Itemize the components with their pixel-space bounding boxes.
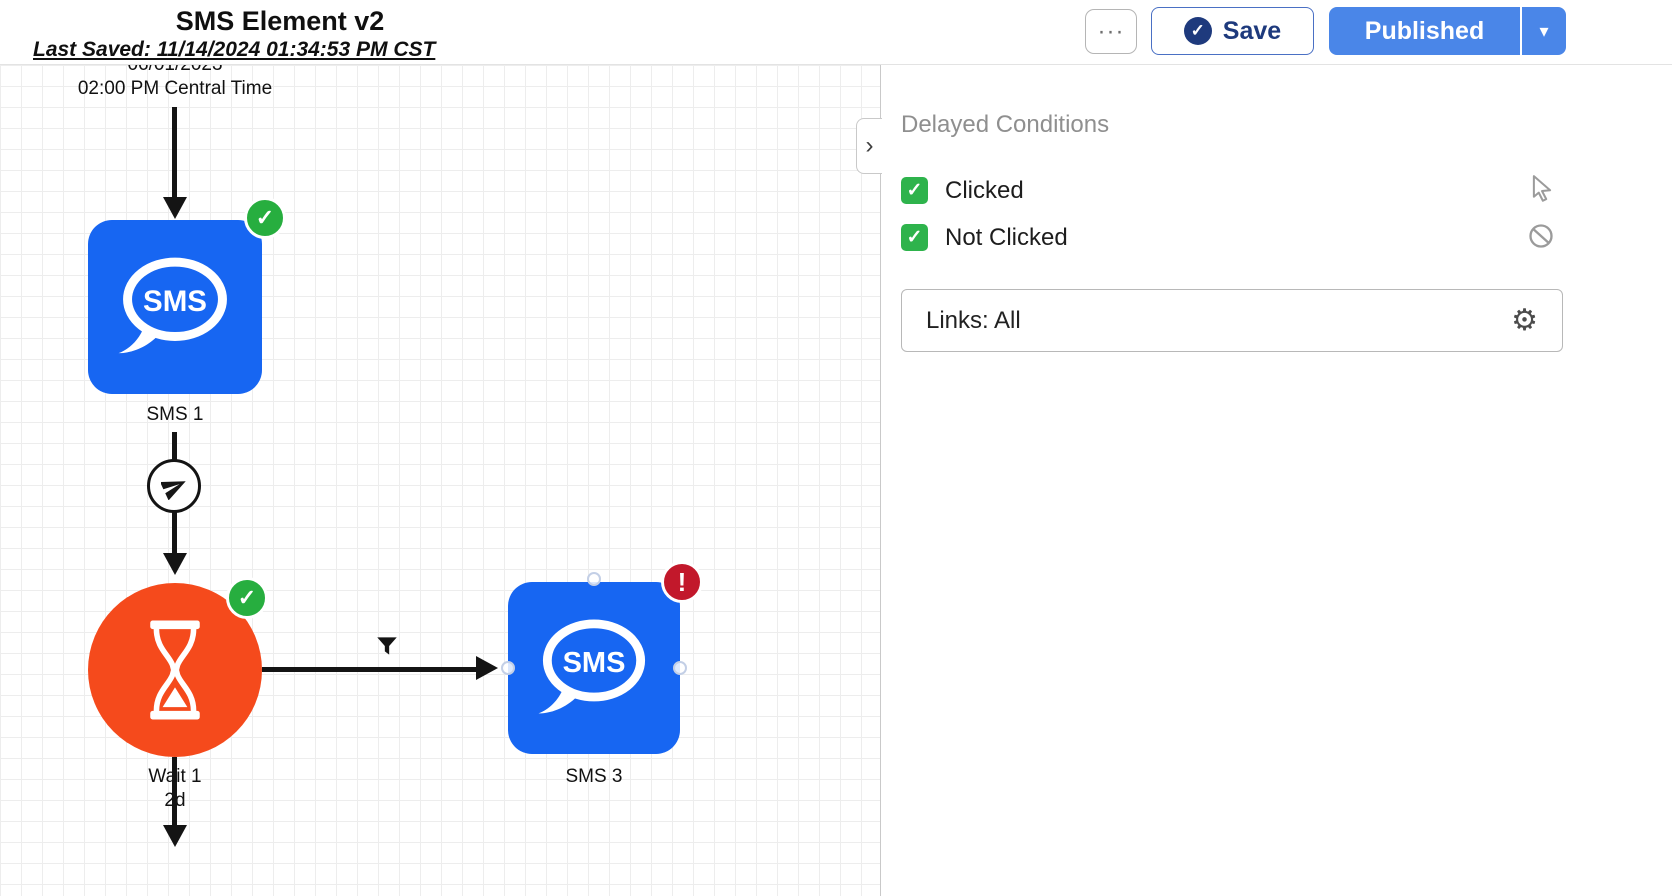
condition-label-clicked: Clicked xyxy=(945,177,1024,204)
svg-text:SMS: SMS xyxy=(563,647,626,679)
published-button-label: Published xyxy=(1364,16,1485,45)
links-filter-field[interactable]: Links: All ⚙ xyxy=(901,289,1563,352)
sms-bubble-icon: SMS xyxy=(538,619,646,714)
connector-line xyxy=(262,667,478,672)
schedule-label: 06/01/2023 02:00 PM Central Time xyxy=(25,65,325,101)
selection-handle-left[interactable] xyxy=(501,661,515,675)
save-button-label: Save xyxy=(1222,16,1282,45)
checkbox-not-clicked[interactable]: ✓ xyxy=(901,224,928,251)
sms-bubble-icon: SMS xyxy=(118,257,227,354)
schedule-time: 02:00 PM Central Time xyxy=(77,78,273,99)
caret-down-icon: ▾ xyxy=(1539,20,1549,41)
connector-arrowhead xyxy=(476,656,498,680)
svg-text:SMS: SMS xyxy=(143,285,207,318)
panel-collapse-button[interactable]: › xyxy=(856,118,882,174)
connector-arrowhead xyxy=(163,197,187,219)
more-options-button[interactable]: ··· xyxy=(1085,9,1137,54)
connector-arrowhead xyxy=(163,553,187,575)
node-label-sms1: SMS 1 xyxy=(146,404,204,425)
chevron-right-icon: › xyxy=(865,132,874,159)
node-sms3[interactable]: SMS xyxy=(508,582,680,754)
links-filter-value: Links: All xyxy=(926,306,1021,334)
schedule-date: 06/01/2023 xyxy=(25,65,325,77)
published-button[interactable]: Published xyxy=(1329,7,1520,55)
save-button[interactable]: ✓ Save xyxy=(1151,7,1314,55)
filter-icon xyxy=(377,637,397,655)
ellipsis-icon: ··· xyxy=(1097,17,1125,45)
hourglass-icon xyxy=(150,620,200,720)
selection-handle-top[interactable] xyxy=(587,572,601,586)
success-badge-icon: ✓ xyxy=(244,197,286,239)
save-check-icon: ✓ xyxy=(1183,17,1212,45)
published-dropdown-button[interactable]: ▾ xyxy=(1520,7,1566,55)
header: SMS Element v2 Last Saved: 11/14/2024 01… xyxy=(0,0,1672,65)
workflow-canvas[interactable]: 06/01/2023 02:00 PM Central Time SMS ✓ S… xyxy=(0,65,881,896)
panel-title: Delayed Conditions xyxy=(901,111,1110,138)
success-badge-icon: ✓ xyxy=(226,577,268,619)
node-label-sms3: SMS 3 xyxy=(565,766,623,787)
last-saved-timestamp: Last Saved: 11/14/2024 01:34:53 PM CST xyxy=(33,38,436,61)
delayed-conditions-panel: Delayed Conditions ✓ Clicked ✓ Not Click… xyxy=(881,65,1672,896)
page-title: SMS Element v2 xyxy=(175,6,385,36)
connector-line xyxy=(172,757,177,825)
send-icon xyxy=(147,459,201,513)
checkbox-clicked[interactable]: ✓ xyxy=(901,177,928,204)
connector-arrowhead xyxy=(163,825,187,847)
selection-handle-right[interactable] xyxy=(673,661,687,675)
condition-label-not-clicked: Not Clicked xyxy=(945,224,1068,251)
error-badge-icon: ! xyxy=(661,561,703,603)
cursor-icon[interactable] xyxy=(1527,173,1557,203)
prohibited-icon[interactable] xyxy=(1527,222,1555,250)
gear-icon[interactable]: ⚙ xyxy=(1511,302,1538,338)
node-sms1[interactable]: SMS xyxy=(88,220,262,394)
connector-line xyxy=(172,107,177,197)
